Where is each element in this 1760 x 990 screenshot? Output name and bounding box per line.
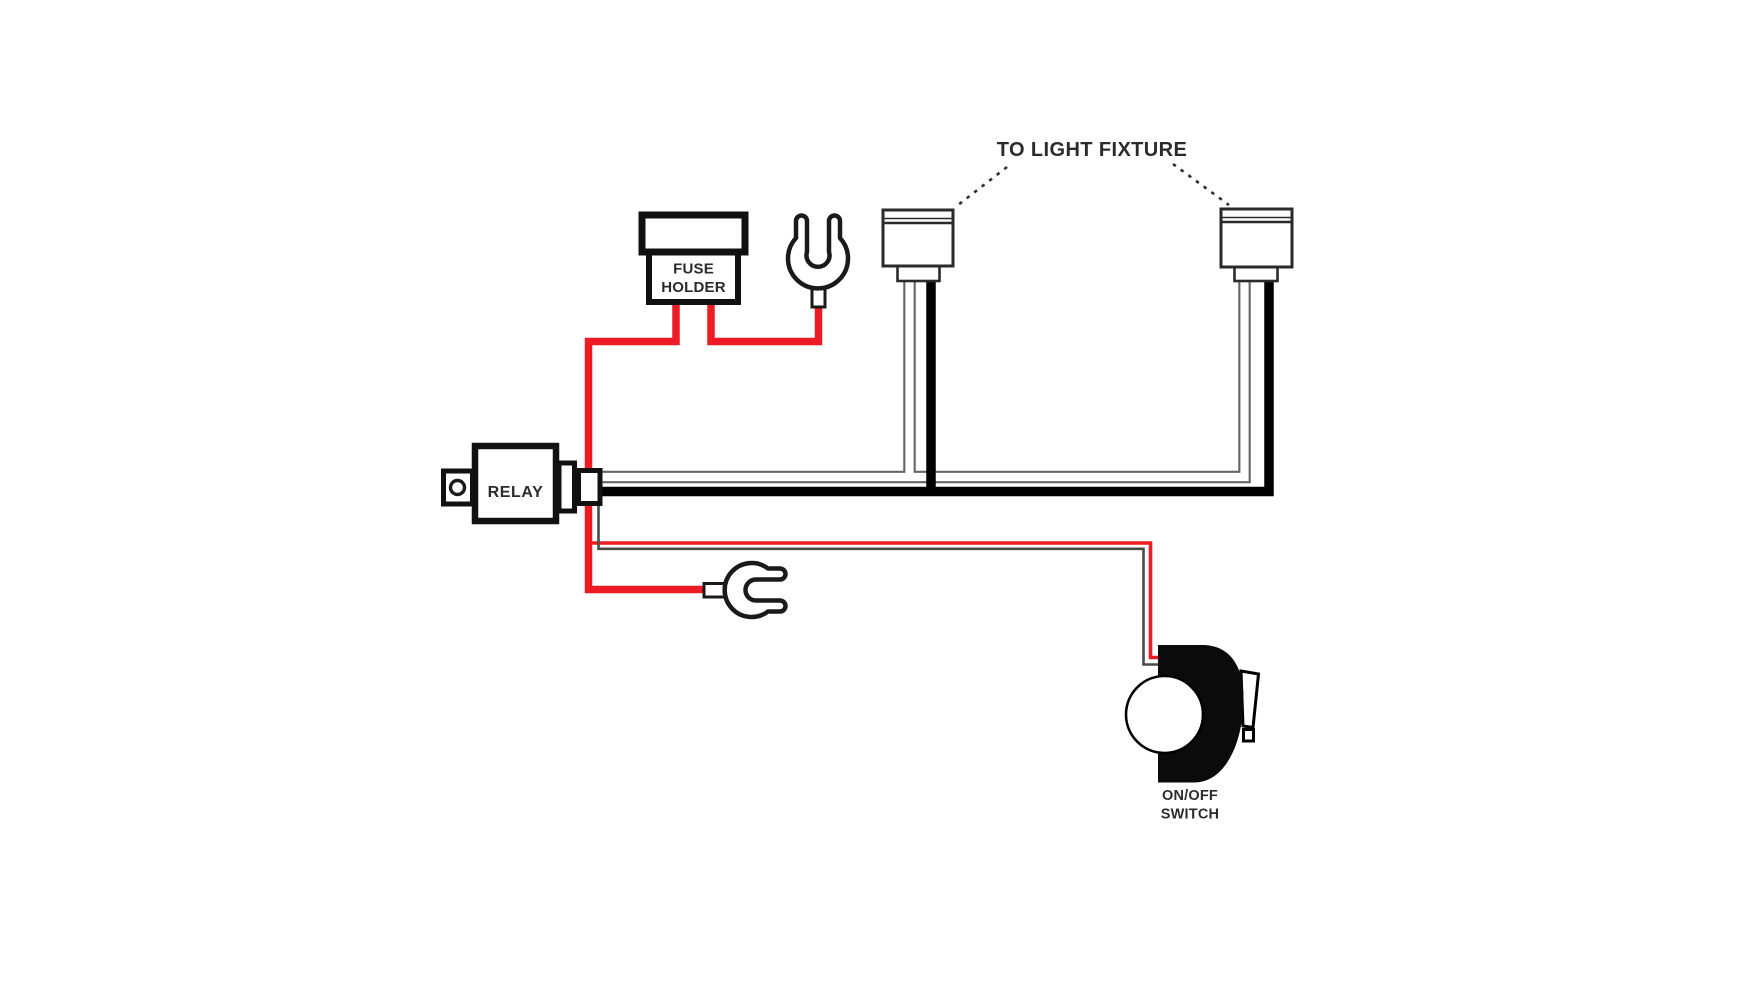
relay-plug-block bbox=[576, 468, 603, 506]
switch-lever-wedge bbox=[1239, 669, 1261, 730]
wire-red-switch-lead bbox=[588, 541, 1160, 660]
switch-label-line2: SWITCH bbox=[1161, 807, 1219, 823]
switch-knob bbox=[1124, 674, 1205, 755]
on-off-switch-symbol: ON/OFF SWITCH bbox=[1124, 645, 1261, 823]
switch-label-line1: ON/OFF bbox=[1162, 788, 1218, 804]
leader-lines bbox=[957, 162, 1230, 207]
relay-label: RELAY bbox=[488, 484, 544, 501]
to-light-fixture-label: TO LIGHT FIXTURE bbox=[997, 139, 1187, 161]
relay-symbol: RELAY bbox=[441, 442, 603, 525]
wire-fixture-outlined bbox=[601, 279, 1251, 484]
light-fixture-connector-right bbox=[1219, 207, 1294, 283]
light-fixture-connector-left bbox=[881, 208, 955, 283]
wire-dark-switch-lead bbox=[597, 502, 1160, 666]
outlined-wire-casing-main bbox=[601, 279, 1251, 484]
relay-plug-collar bbox=[556, 460, 577, 514]
relay-mount-hole bbox=[448, 478, 467, 497]
wire-fixture-black-main bbox=[601, 279, 1274, 497]
connector-right-body bbox=[1219, 207, 1294, 269]
fuse-holder-body bbox=[646, 249, 741, 305]
connector-right-neck bbox=[1233, 265, 1279, 283]
spade-terminal-middle-icon bbox=[702, 560, 788, 620]
spade-terminal-top-ring bbox=[785, 213, 851, 291]
fuse-holder-label-line1: FUSE bbox=[673, 261, 714, 278]
fuse-holder-cap bbox=[638, 211, 749, 256]
spade-terminal-middle-ring bbox=[722, 560, 788, 620]
leader-line-right bbox=[1172, 162, 1230, 207]
connector-left-body bbox=[881, 208, 955, 268]
switch-lever-dot bbox=[1242, 728, 1255, 743]
outlined-wire-core-main bbox=[601, 279, 1249, 482]
fuse-holder-symbol: FUSE HOLDER bbox=[638, 211, 749, 305]
fuse-holder-label-line2: HOLDER bbox=[661, 279, 726, 296]
spade-terminal-top-icon bbox=[785, 213, 851, 309]
relay-body bbox=[471, 442, 560, 525]
leader-line-left bbox=[957, 165, 1008, 207]
wire-red-supply-main bbox=[584, 300, 707, 594]
connector-left-neck bbox=[896, 264, 941, 283]
wire-red-fuse-to-terminal bbox=[707, 300, 823, 346]
